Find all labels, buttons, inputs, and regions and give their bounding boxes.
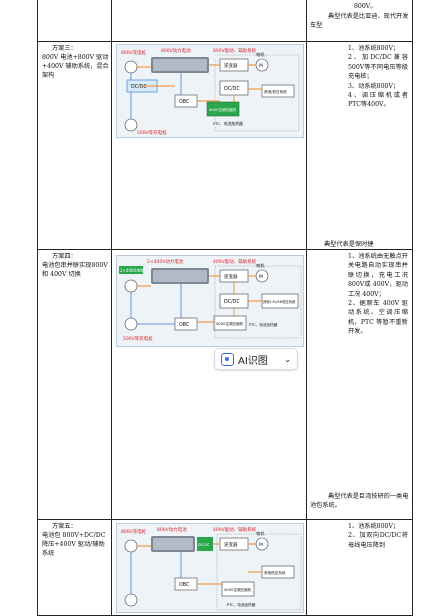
dcdc-label: DC/DC [224,86,240,92]
scheme-title: 方案五： [52,523,77,530]
label-battery: 800V动力电池 [161,47,191,54]
aux-label: 其他/低压系统 [264,89,287,94]
inverter-label: 逆变器 [224,273,238,280]
charger-plug-icon [124,593,138,607]
column-divider [111,520,112,615]
label-charger-500: 500V等充电桩 [137,129,167,136]
scheme-title: 方案三： [52,45,77,52]
obc-label: OBC [179,582,190,588]
right-item: 1、池系统由无触点开关电路自动实现串并联切换，充电工况 800V或 400V，驱… [348,253,408,298]
conclusion-text: 典型代表是巨湾技研的一类电池包系统。 [310,493,409,509]
right-text: 800V。 [354,3,377,10]
charger-plug-icon [124,539,138,553]
column-divider [306,520,307,615]
conclusion-text: 典型代表是比亚迪、现代开发车型 [310,13,409,29]
scheme-label: 方案三： 800V 电池+800V 驱动+400V 辅助系统，混合架构 [42,44,110,80]
table-row: 方案四： 电池包串并联实现800V 和 400V 切换 1、池系统由无触点开关电… [37,250,413,520]
right-item: 2、加DC/DC兼容500V等不同电压等级充电桩； [348,54,408,81]
dcdc-box [197,537,213,551]
column-divider [111,250,112,519]
power-line [137,543,262,585]
dcdc-label: DC/DC [131,84,147,90]
dcdc-label: DC/DC [224,299,240,305]
scheme-title: 方案四： [52,253,77,260]
charger-plug-icon [124,118,138,132]
label-drive: 400V驱动、辅助系统 [213,526,257,533]
motor-label: 电机 [256,262,265,269]
obc-label: OBC [179,322,190,328]
power-line [130,73,182,119]
svg-text:M: M [259,63,263,69]
scheme-description: 800V 电池+800V 驱动+400V 辅助系统，混合架构 [42,54,109,79]
label-battery: 2×400V动力电池 [147,258,184,265]
ptc-label: PTC、电池加热器 [213,121,243,126]
label-charger: 800V充电桩 [121,528,147,535]
architecture-diagram-scheme4: 2×400V动力电池 400V驱动、辅助系统 2×400V串联 逆变器 M 电机… [116,255,304,347]
architecture-diagram-scheme5: 800V充电桩 800V动力电池 400V驱动、辅助系统 DC/DC 逆变器 M… [116,523,304,613]
table-row: 方案三： 800V 电池+800V 驱动+400V 辅助系统，混合架构 1、池系… [37,42,413,250]
power-line [137,275,262,323]
label-charger: 800V充电桩 [121,49,147,56]
charger-plug-icon [124,60,138,74]
scheme-table: 800V。 典型代表是比亚迪、现代开发车型 方案三： 800V 电池+800V … [37,0,413,616]
ai-scan-icon [221,352,234,366]
right-item: 1、池系统800V； [348,45,400,52]
inverter-label: 逆变器 [224,62,238,69]
scheme-description: 电池包 800V+DC/DC 降压+400V 驱动/辅助系统 [42,532,106,557]
label-drive: 400V驱动、辅助系统 [213,258,257,265]
inverter-label: 逆变器 [224,541,238,548]
scheme-description: 电池包串并联实现800V 和 400V 切换 [42,262,108,278]
architecture-diagram-scheme3: 800V充电桩 800V动力电池 800V驱动、辅助系统 DC/DC 逆变器 M… [116,44,304,138]
conclusion-text: 典型代表是保时捷 [324,241,374,248]
right-items: 1、池系统800V； 2、加双向DC/DC将母线电压降到 [348,522,408,550]
right-items: 1、池系统800V； 2、加DC/DC兼容500V等不同电压等级充电桩； 3、动… [348,44,408,110]
compressor-label: 400V空调压缩机 [224,587,252,592]
right-item: 2、加双向DC/DC将母线电压降到 [348,532,408,549]
right-item: 2、据原车 400V 驱动系统、空调压缩机、PTC 等暂不重新开发。 [348,300,408,336]
scheme-label: 方案四： 电池包串并联实现800V 和 400V 切换 [42,252,110,279]
aux-label: 其他12V/48低压系统 [263,299,296,304]
column-divider [306,0,307,41]
chevron-down-icon[interactable]: ⌄ [284,354,291,364]
right-item: 3、动系统800V； [348,82,400,90]
compressor-box [213,315,247,331]
right-item: 4、调压缩机或者PTC等400V。 [348,92,408,109]
motor-label: 电机 [256,530,265,537]
charger-plug-icon [124,279,138,293]
column-divider [111,0,112,41]
right-item: 1、池系统800V； [348,523,400,530]
ai-image-recognition-button[interactable]: AI识图 ⌄ [214,348,298,370]
svg-text:M: M [259,274,263,280]
power-line [137,64,262,102]
label-battery: 800V动力电池 [157,526,187,533]
ptc-label: PTC、电池加热器 [249,322,278,327]
scheme-label: 方案五： 电池包 800V+DC/DC 降压+400V 驱动/辅助系统 [42,522,110,558]
ai-button-label: AI识图 [238,355,268,367]
aux-label: 其他低压系统 [264,570,286,575]
motor-label: 电机 [256,51,265,58]
right-items: 1、池系统由无触点开关电路自动实现串并联切换，充电工况 800V或 400V，驱… [348,252,408,337]
aux-box [261,84,295,98]
column-divider [306,250,307,519]
label-charger-500: 500V等充电桩 [123,335,153,342]
compressor-box [221,581,255,597]
label-drive: 800V驱动、辅助系统 [213,47,257,54]
ptc-label: PTC、电池加热器 [227,602,256,607]
dcdc-label: DC/DC [198,543,210,547]
series-tag [119,266,143,274]
charger-plug-icon [124,317,138,331]
column-divider [111,42,112,249]
series-tag-label: 2×400V串联 [120,267,144,273]
table-row: 800V。 典型代表是比亚迪、现代开发车型 [37,0,413,42]
compressor-label: 400V空调压缩机 [216,321,244,326]
power-line [130,552,182,594]
column-divider [306,42,307,249]
compressor-label: 400V空调压缩机 [209,107,237,112]
obc-label: OBC [179,99,190,105]
power-line [130,284,182,325]
svg-text:M: M [259,542,263,548]
